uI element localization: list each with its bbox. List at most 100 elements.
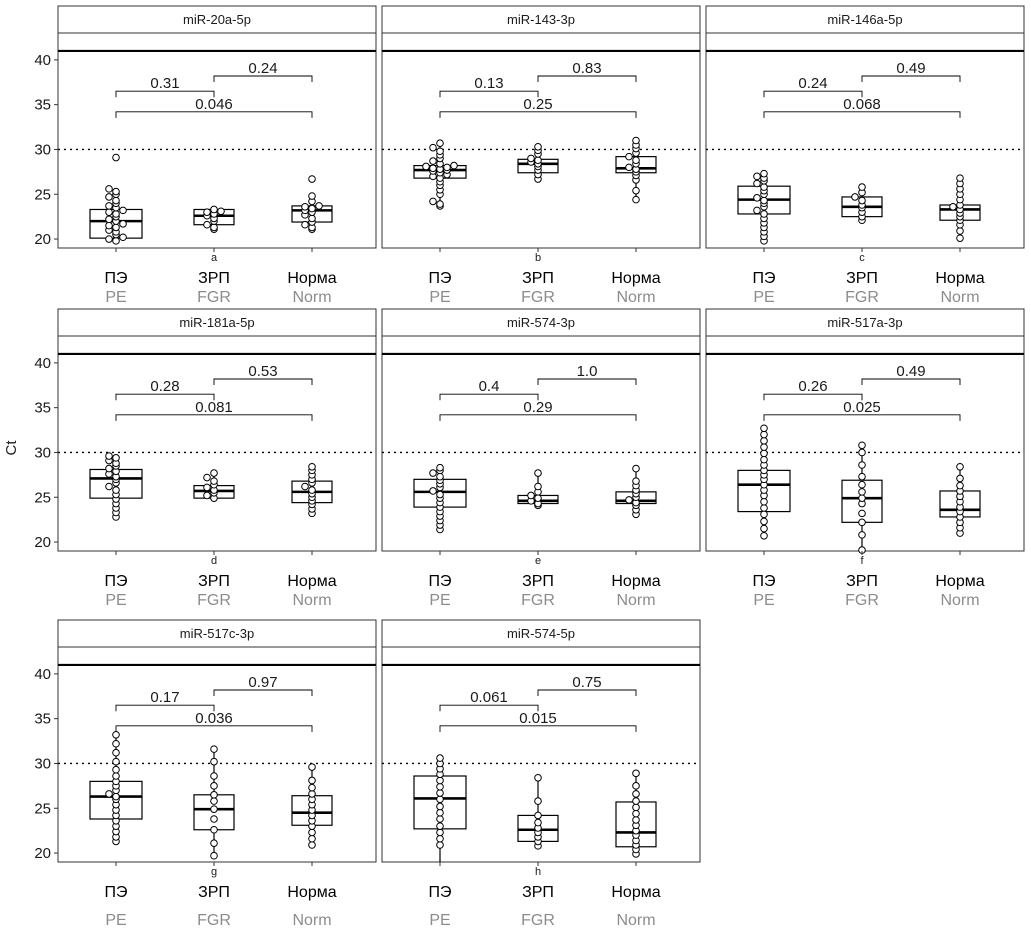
panel-letter: h xyxy=(535,866,541,878)
data-point xyxy=(436,789,444,797)
x-label-en: Norm xyxy=(616,912,655,929)
x-label-ru: Норма xyxy=(611,573,660,590)
data-point xyxy=(112,765,120,774)
data-point xyxy=(119,206,127,215)
data-point xyxy=(112,153,120,162)
data-point xyxy=(956,234,964,242)
data-point xyxy=(632,136,640,145)
bracket-fgr-norm xyxy=(537,378,637,385)
panel-strip xyxy=(381,619,701,648)
bracket-pe-norm xyxy=(115,111,313,118)
bracket-fgr-norm xyxy=(861,378,961,385)
data-point xyxy=(112,237,120,245)
data-point xyxy=(301,202,309,211)
data-point xyxy=(632,816,640,824)
x-label-ru: ПЭ xyxy=(429,573,452,590)
x-label-en: Norm xyxy=(292,592,331,609)
data-point xyxy=(203,491,211,500)
x-label-ru: ПЭ xyxy=(429,270,452,287)
data-point xyxy=(760,510,768,519)
x-label-ru: ЗРП xyxy=(522,573,554,590)
p-value-label: 0.24 xyxy=(798,75,827,92)
data-point xyxy=(753,194,761,202)
data-point xyxy=(112,739,120,748)
bracket-pe-fgr xyxy=(115,704,215,712)
data-point xyxy=(112,792,120,801)
y-tick-label: 20 xyxy=(34,845,51,862)
y-tick-label: 35 xyxy=(34,711,51,728)
bracket-pe-norm xyxy=(115,725,313,732)
data-point xyxy=(625,152,633,161)
data-point xyxy=(436,754,444,762)
x-label-en: FGR xyxy=(845,592,879,609)
x-label-en: FGR xyxy=(197,289,231,306)
data-point xyxy=(308,783,316,792)
data-point xyxy=(632,195,640,204)
data-point xyxy=(308,192,316,200)
x-label-ru: Норма xyxy=(287,884,336,901)
p-value-label: 0.068 xyxy=(843,96,881,113)
x-label-en: PE xyxy=(105,912,126,929)
data-point xyxy=(105,215,113,224)
x-label-ru: Норма xyxy=(287,270,336,287)
data-point xyxy=(436,147,444,156)
data-point xyxy=(858,488,866,496)
data-point xyxy=(308,763,316,771)
data-point xyxy=(436,822,444,830)
data-point xyxy=(858,183,866,191)
y-tick-label: 20 xyxy=(34,231,51,248)
data-point xyxy=(436,472,444,481)
data-point xyxy=(210,839,218,847)
panel-title: miR-517c-3p xyxy=(180,626,254,641)
p-value-label: 0.28 xyxy=(150,378,179,395)
data-point xyxy=(760,531,768,540)
data-point xyxy=(112,454,120,462)
data-point xyxy=(112,223,120,232)
data-point xyxy=(760,449,768,458)
p-value-label: 0.49 xyxy=(896,363,925,380)
data-point xyxy=(851,193,859,201)
bracket-pe-fgr xyxy=(439,393,539,401)
x-label-en: Norm xyxy=(292,912,331,929)
y-tick-label: 40 xyxy=(34,52,51,69)
x-label-ru: Норма xyxy=(287,573,336,590)
data-point xyxy=(217,207,225,216)
panel-frame xyxy=(381,32,701,249)
bracket-pe-norm xyxy=(763,111,961,118)
panel-strip xyxy=(381,308,701,337)
data-point xyxy=(429,157,437,165)
panel-title: miR-574-5p xyxy=(507,626,575,641)
y-axis-label: Ct xyxy=(3,440,20,456)
data-point xyxy=(301,482,309,491)
data-point xyxy=(210,757,218,766)
x-label-en: PE xyxy=(429,289,450,306)
data-point xyxy=(210,782,218,790)
bracket-fgr-norm xyxy=(213,689,313,696)
data-point xyxy=(534,773,542,782)
x-label-ru: ЗРП xyxy=(522,270,554,287)
data-point xyxy=(625,496,633,504)
x-label-ru: ПЭ xyxy=(753,573,776,590)
panel-title: miR-181a-5p xyxy=(179,315,254,330)
data-point xyxy=(105,482,113,491)
panel-frame xyxy=(381,335,701,552)
p-value-label: 0.24 xyxy=(248,60,277,77)
x-label-en: FGR xyxy=(197,912,231,929)
x-label-en: PE xyxy=(429,912,450,929)
y-tick-label: 20 xyxy=(34,534,51,551)
data-point xyxy=(632,797,640,805)
data-point xyxy=(632,477,640,485)
data-point xyxy=(858,448,866,457)
data-point xyxy=(210,825,218,834)
data-point xyxy=(858,472,866,481)
data-point xyxy=(760,443,768,451)
panel-letter: d xyxy=(211,555,217,567)
x-label-ru: Норма xyxy=(611,884,660,901)
panel-title: miR-20a-5p xyxy=(183,12,251,27)
data-point xyxy=(443,163,451,172)
data-point xyxy=(534,797,542,805)
panel-title: miR-574-3p xyxy=(507,315,575,330)
panel-strip xyxy=(57,619,377,648)
x-label-en: Norm xyxy=(940,289,979,306)
